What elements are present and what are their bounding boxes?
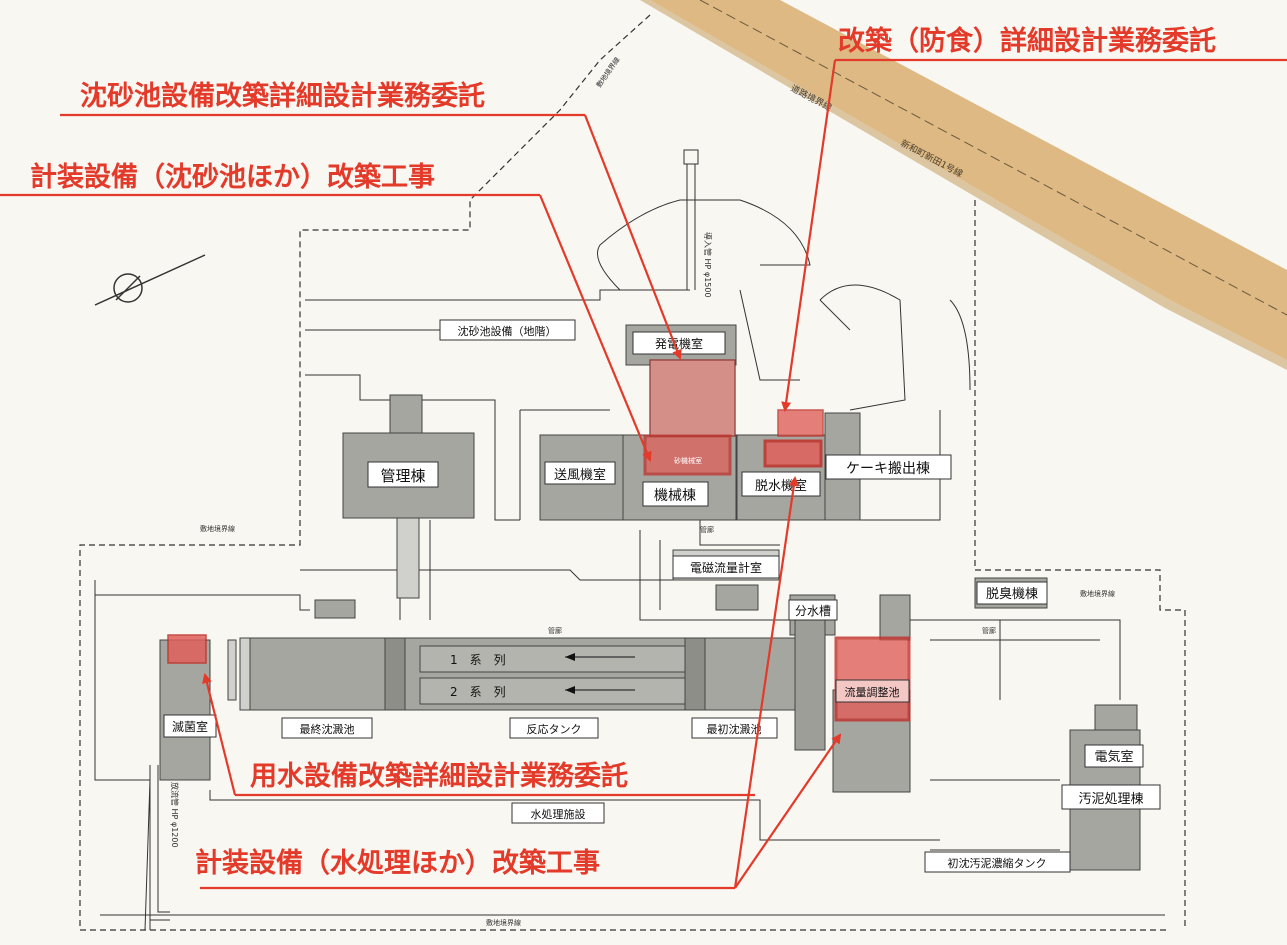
callout-water-supply-design: 用水設備改築詳細設計業務委託 (250, 760, 628, 792)
outlet-pipe-label: 放流管 HP φ1200 (170, 782, 180, 848)
north-arrow-icon (94, 254, 206, 306)
generator-room-label: 発電機室 (655, 336, 703, 351)
flow-equalization-tank-label: 流量調整池 (845, 685, 900, 699)
sludge-treatment-building-label: 汚泥処理棟 (1078, 792, 1143, 807)
boundary-label-top: 敷地境界線 (594, 55, 621, 89)
boundary-label-right: 敷地境界線 (1080, 589, 1115, 598)
sand-machine-room-label: 砂機械室 (674, 456, 702, 465)
electric-room-label: 電気室 (1094, 749, 1133, 765)
callout-lines (0, 58, 1287, 890)
site-boundary (79, 14, 1186, 931)
machine-building-label: 機械棟 (654, 488, 696, 504)
sludge-thickener-label: 初沈汚泥濃縮タンク (948, 856, 1047, 870)
callout-grit-chamber-design: 沈砂池設備改築詳細設計業務委託 (80, 80, 485, 112)
corridor-label-1: 管廊 (548, 626, 562, 635)
deodorization-building-label: 脱臭機棟 (986, 587, 1038, 602)
callout-instrumentation-grit: 計装設備（沈砂池ほか）改築工事 (30, 161, 435, 193)
disinfection-room-label: 滅菌室 (172, 719, 208, 734)
callout-anticorrosion-design: 改築（防食）詳細設計業務委託 (838, 25, 1216, 57)
cake-building-label: ケーキ搬出棟 (846, 461, 930, 477)
grit-chamber-label: 沈砂池設備（地階） (458, 324, 557, 338)
site-roads (94, 199, 1165, 931)
outlet-pipe (149, 765, 170, 921)
series-1-label: 1 系 列 (450, 653, 506, 667)
primary-sedimentation-label: 最初沈澱池 (707, 722, 762, 736)
boundary-label-left: 敷地境界線 (200, 524, 235, 533)
blower-room-label: 送風機室 (554, 467, 606, 483)
admin-building-label: 管理棟 (380, 467, 425, 485)
corridor-label-3: 管廊 (700, 525, 714, 534)
road: 新和町新田1号線 道路境界線 (640, 0, 1287, 370)
dewatering-room-label: 脱水機室 (755, 478, 807, 494)
corridor-label-2: 管廊 (982, 626, 996, 635)
flow-meter-room-label: 電磁流量計室 (690, 560, 762, 575)
final-sedimentation-label: 最終沈澱池 (300, 722, 355, 736)
building-labels: 管理棟 送風機室 機械棟 脱水機室 ケーキ搬出棟 発電機室 砂機械室 沈砂池設備… (163, 319, 1161, 873)
callout-texts: 改築（防食）詳細設計業務委託 沈砂池設備改築詳細設計業務委託 計装設備（沈砂池ほ… (30, 25, 1216, 879)
highlights (167, 359, 911, 722)
series-2-label: 2 系 列 (450, 685, 506, 699)
callout-instrumentation-water: 計装設備（水処理ほか）改築工事 (195, 847, 600, 879)
water-treatment-facility-label: 水処理施設 (531, 807, 586, 821)
reaction-tank-label: 反応タンク (527, 722, 582, 736)
boundary-label-bottom: 敷地境界線 (486, 918, 521, 927)
distribution-tank-label: 分水槽 (795, 604, 831, 618)
inlet-pipe-label: 導入管 HP φ1500 (703, 232, 713, 298)
inlet-pipe: 導入管 HP φ1500 (683, 149, 713, 298)
